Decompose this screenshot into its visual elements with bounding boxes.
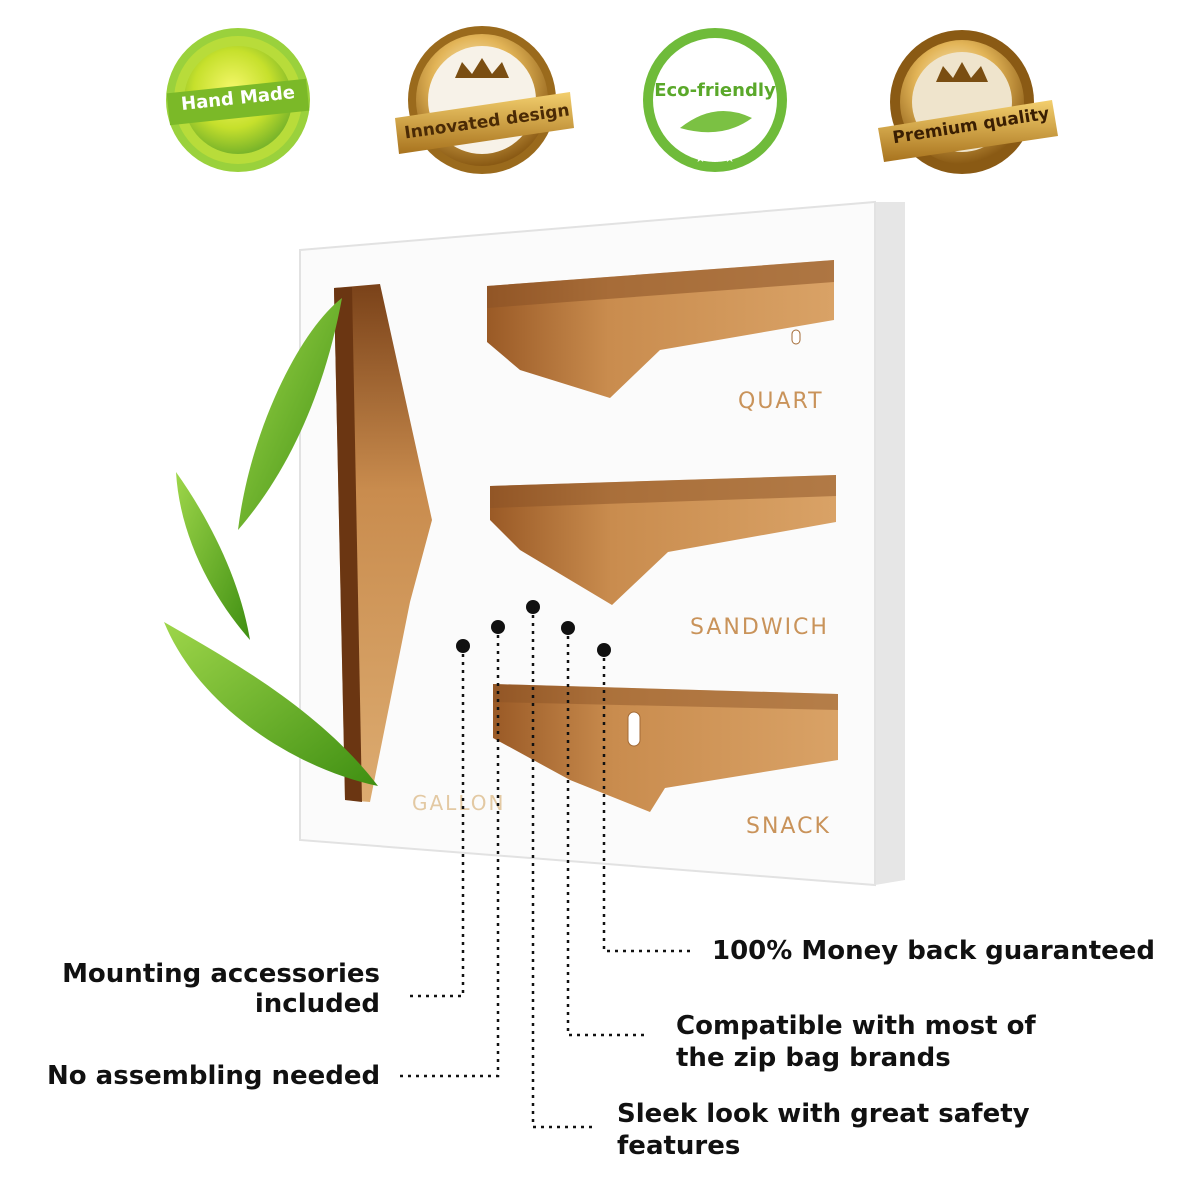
crown-icon: [455, 58, 509, 78]
crown-icon: [936, 62, 988, 82]
sleek-line2: features: [617, 1131, 741, 1161]
quart-label: QUART: [738, 389, 824, 414]
compatible-line1: Compatible with most of: [676, 1011, 1036, 1041]
mounting-line1: Mounting accessories: [62, 959, 380, 989]
leaf-icon: [680, 110, 752, 133]
callout-leaders: [398, 600, 690, 1129]
gallon-label: GALLON: [412, 791, 505, 815]
svg-text:★ ★ ★: ★ ★ ★: [695, 151, 735, 165]
mounting-line2: included: [254, 989, 380, 1019]
premium-quality-badge: [878, 30, 1058, 174]
money-back-text: 100% Money back guaranteed: [712, 936, 1156, 966]
snack-slot: [493, 684, 838, 812]
leaf-icon: [176, 472, 250, 640]
keyhole-icon: [791, 329, 801, 345]
sandwich-label: SANDWICH: [690, 615, 829, 640]
badges-row: ★ ★ ★: [166, 26, 1058, 174]
snack-label: SNACK: [746, 814, 831, 839]
leaf-icon: [164, 622, 378, 786]
innovated-design-badge: [395, 26, 574, 174]
eco-friendly-label: Eco-friendly: [654, 80, 776, 101]
leaf-icon: [238, 298, 342, 530]
hand-made-badge: [166, 28, 310, 172]
no-assembly-text: No assembling needed: [47, 1061, 381, 1091]
sleek-line1: Sleek look with great safety: [617, 1099, 1030, 1129]
keyhole-icon: [627, 711, 641, 747]
eco-friendly-badge: ★ ★ ★: [643, 28, 787, 172]
sandwich-slot: [490, 475, 836, 605]
bag-organizer: QUART SANDWICH SNACK GALLON: [164, 200, 905, 887]
compatible-line2: the zip bag brands: [676, 1043, 951, 1073]
